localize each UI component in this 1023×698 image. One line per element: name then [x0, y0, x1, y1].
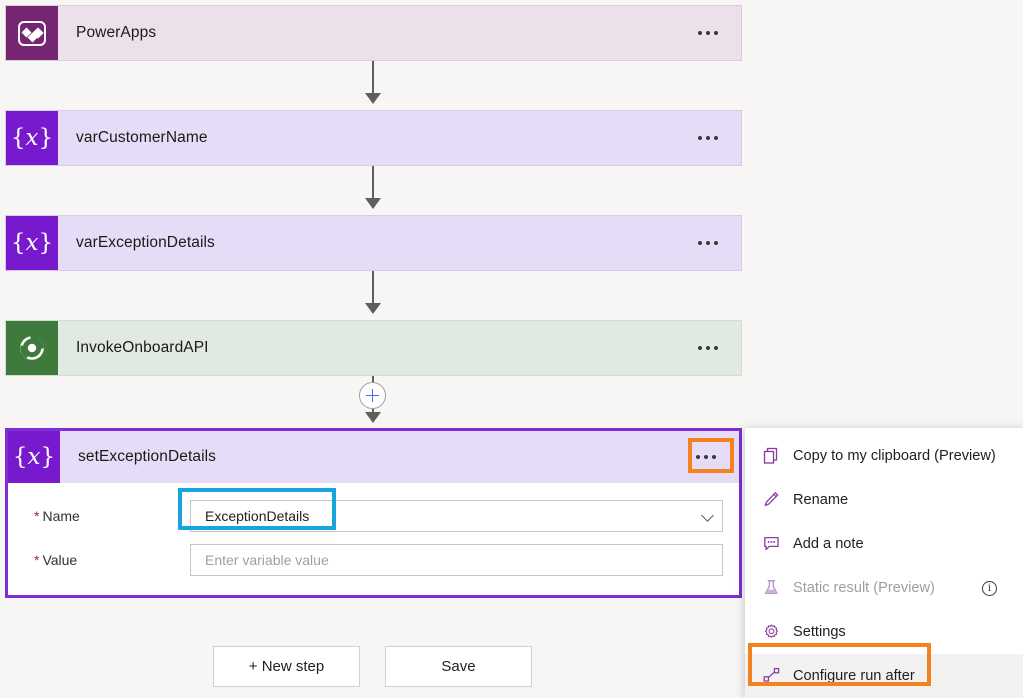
menu-item-copy-to-clipboard[interactable]: Copy to my clipboard (Preview) [745, 434, 1023, 478]
note-icon [763, 535, 793, 553]
flow-step-title: varExceptionDetails [76, 234, 215, 252]
flow-step-body: setExceptionDetails [60, 431, 739, 483]
menu-item-label: Rename [793, 492, 848, 508]
ellipsis-icon[interactable] [689, 24, 727, 42]
new-step-button[interactable]: + New step [213, 646, 360, 687]
flow-step-body: varExceptionDetails [58, 216, 741, 270]
flow-step-varcustomername[interactable]: {x} varCustomerName [5, 110, 742, 166]
connector-line [372, 61, 374, 95]
name-label: *Name [24, 508, 190, 524]
variable-icon: {x} [8, 431, 60, 483]
copy-icon [763, 447, 793, 465]
flow-step-varexceptiondetails[interactable]: {x} varExceptionDetails [5, 215, 742, 271]
ellipsis-icon[interactable] [689, 339, 727, 357]
flow-step-title: varCustomerName [76, 129, 208, 147]
flow-step-header: {x} setExceptionDetails [8, 431, 739, 483]
step-parameters-form: *Name ExceptionDetails *Value Enter vari… [8, 483, 739, 595]
flow-step-invokeonboardapi[interactable]: InvokeOnboardAPI [5, 320, 742, 376]
gear-icon [763, 623, 793, 641]
form-row-name: *Name ExceptionDetails [24, 497, 723, 535]
menu-item-rename[interactable]: Rename [745, 478, 1023, 522]
ellipsis-icon[interactable] [687, 448, 725, 466]
connector-arrow [365, 412, 381, 423]
flow-step-body: PowerApps [58, 6, 741, 60]
flow-step-powerapps[interactable]: PowerApps [5, 5, 742, 61]
flow-step-body: InvokeOnboardAPI [58, 321, 741, 375]
flow-step-title: PowerApps [76, 24, 156, 42]
variable-icon: {x} [6, 216, 58, 270]
connector-arrow [365, 93, 381, 104]
api-swirl-icon [6, 321, 58, 375]
connector-arrow [365, 198, 381, 209]
required-marker: * [34, 552, 39, 568]
menu-item-settings[interactable]: Settings [745, 610, 1023, 654]
value-label: *Value [24, 552, 190, 568]
powerapps-icon [6, 6, 58, 60]
name-combobox[interactable]: ExceptionDetails [190, 500, 723, 532]
menu-item-label: Add a note [793, 536, 864, 552]
pencil-icon [763, 491, 793, 509]
flask-icon [763, 579, 793, 597]
value-input[interactable]: Enter variable value [190, 544, 723, 576]
step-context-menu: Copy to my clipboard (Preview) Rename Ad… [745, 428, 1023, 698]
menu-item-label: Static result (Preview) [793, 580, 935, 596]
menu-item-static-result: Static result (Preview) i [745, 566, 1023, 610]
menu-item-label: Configure run after [793, 668, 915, 684]
name-label-text: Name [42, 508, 79, 524]
connector-arrow [365, 303, 381, 314]
menu-item-configure-run-after[interactable]: Configure run after [745, 654, 1023, 698]
flow-step-title: InvokeOnboardAPI [76, 339, 209, 357]
form-row-value: *Value Enter variable value [24, 541, 723, 579]
value-label-text: Value [42, 552, 77, 568]
connector-line [372, 271, 374, 305]
insert-step-button[interactable] [359, 382, 386, 409]
save-button[interactable]: Save [385, 646, 532, 687]
variable-icon: {x} [6, 111, 58, 165]
menu-item-add-a-note[interactable]: Add a note [745, 522, 1023, 566]
flow-step-setexceptiondetails[interactable]: {x} setExceptionDetails *Name ExceptionD… [5, 428, 742, 598]
run-after-icon [763, 667, 793, 685]
ellipsis-icon[interactable] [689, 129, 727, 147]
flow-step-body: varCustomerName [58, 111, 741, 165]
info-icon[interactable]: i [982, 581, 997, 596]
flow-step-title: setExceptionDetails [78, 448, 216, 466]
connector-line [372, 166, 374, 200]
flow-canvas: PowerApps {x} varCustomerName {x} varExc… [0, 0, 745, 698]
ellipsis-icon[interactable] [689, 234, 727, 252]
menu-item-label: Copy to my clipboard (Preview) [793, 448, 996, 464]
required-marker: * [34, 508, 39, 524]
name-combobox-wrap: ExceptionDetails [190, 500, 723, 532]
menu-item-label: Settings [793, 624, 846, 640]
